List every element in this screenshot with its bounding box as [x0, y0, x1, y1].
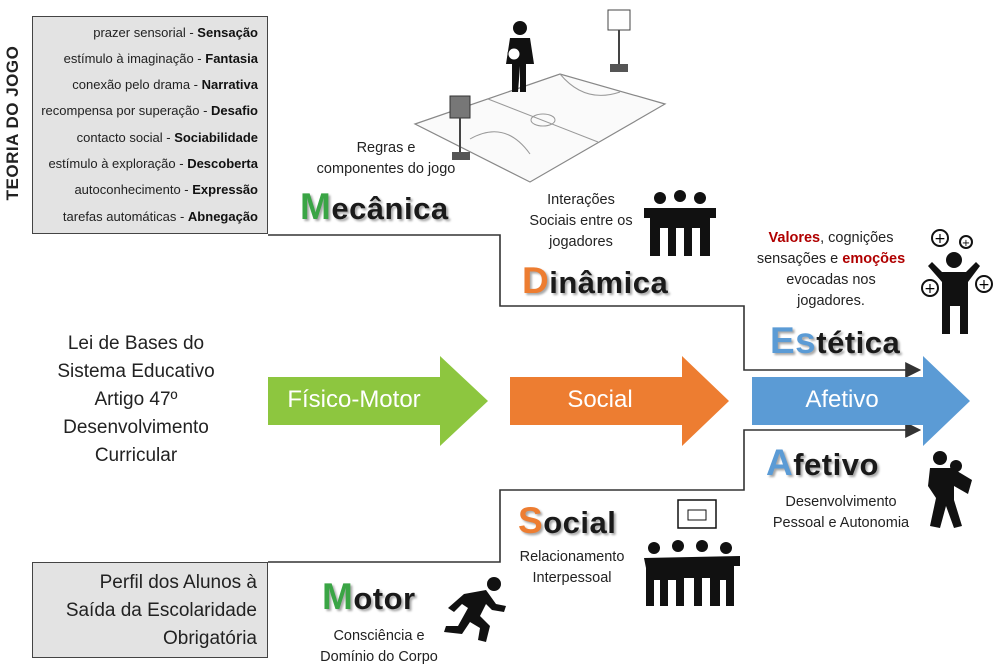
arrow-label-social: Social [567, 386, 633, 413]
theory-item: conexão pelo drama - Narrativa [72, 77, 258, 92]
motor-heading: Motor [322, 576, 416, 617]
arrow-label-fisico-motor: Físico-Motor [287, 386, 421, 413]
afetivo-description: Desenvolvimento Pessoal e Autonomia [772, 494, 910, 531]
mecanica-heading: Mecânica [300, 186, 449, 227]
theory-item: prazer sensorial - Sensação [93, 25, 258, 40]
theory-item: estímulo à exploração - Descoberta [48, 156, 258, 171]
svg-text:+: + [934, 231, 946, 247]
mecanica-description: Regras e componentes do jogo [316, 140, 456, 177]
social-arrow [510, 356, 729, 446]
social-heading: Social [518, 500, 617, 541]
dinamica-heading: Dinâmica [522, 260, 669, 301]
person-carrying-person-icon [928, 451, 972, 528]
happy-person-icon: + + + + [921, 229, 993, 334]
theory-item: contacto social - Sociabilidade [76, 130, 258, 145]
motor-description: Consciência e Domínio do Corpo [320, 628, 438, 665]
svg-text:+: + [924, 281, 936, 297]
theory-item: estímulo à imaginação - Fantasia [63, 51, 258, 66]
theory-item: tarefas automáticas - Abnegação [62, 209, 258, 224]
svg-text:+: + [962, 238, 970, 249]
social-description: Relacionamento Interpessoal [519, 549, 625, 586]
basketball-court-icon [413, 9, 667, 183]
student-profile-box: Perfil dos Alunos à Saída da Escolaridad… [32, 562, 268, 658]
afetivo-heading: Afetivo [766, 442, 879, 483]
estetica-description: Valores, cognições sensações e emoções e… [756, 230, 906, 309]
runner-icon [444, 577, 506, 642]
group-of-players-icon [644, 190, 716, 256]
affective-arrow [752, 356, 970, 446]
estetica-heading: Estética [770, 320, 901, 361]
physical-motor-arrow [268, 356, 488, 446]
law-text: Lei de Bases do Sistema Educativo Artigo… [57, 333, 215, 466]
basketball-team-icon [644, 499, 740, 606]
dinamica-description: Interações Sociais entre os jogadores [529, 192, 633, 250]
svg-text:+: + [978, 277, 990, 293]
theory-item: autoconhecimento - Expressão [74, 182, 258, 197]
theory-item: recompensa por superação - Desafio [41, 103, 258, 118]
game-theory-box: prazer sensorial - Sensação estímulo à i… [32, 16, 268, 234]
arrow-label-afetivo: Afetivo [805, 386, 879, 413]
